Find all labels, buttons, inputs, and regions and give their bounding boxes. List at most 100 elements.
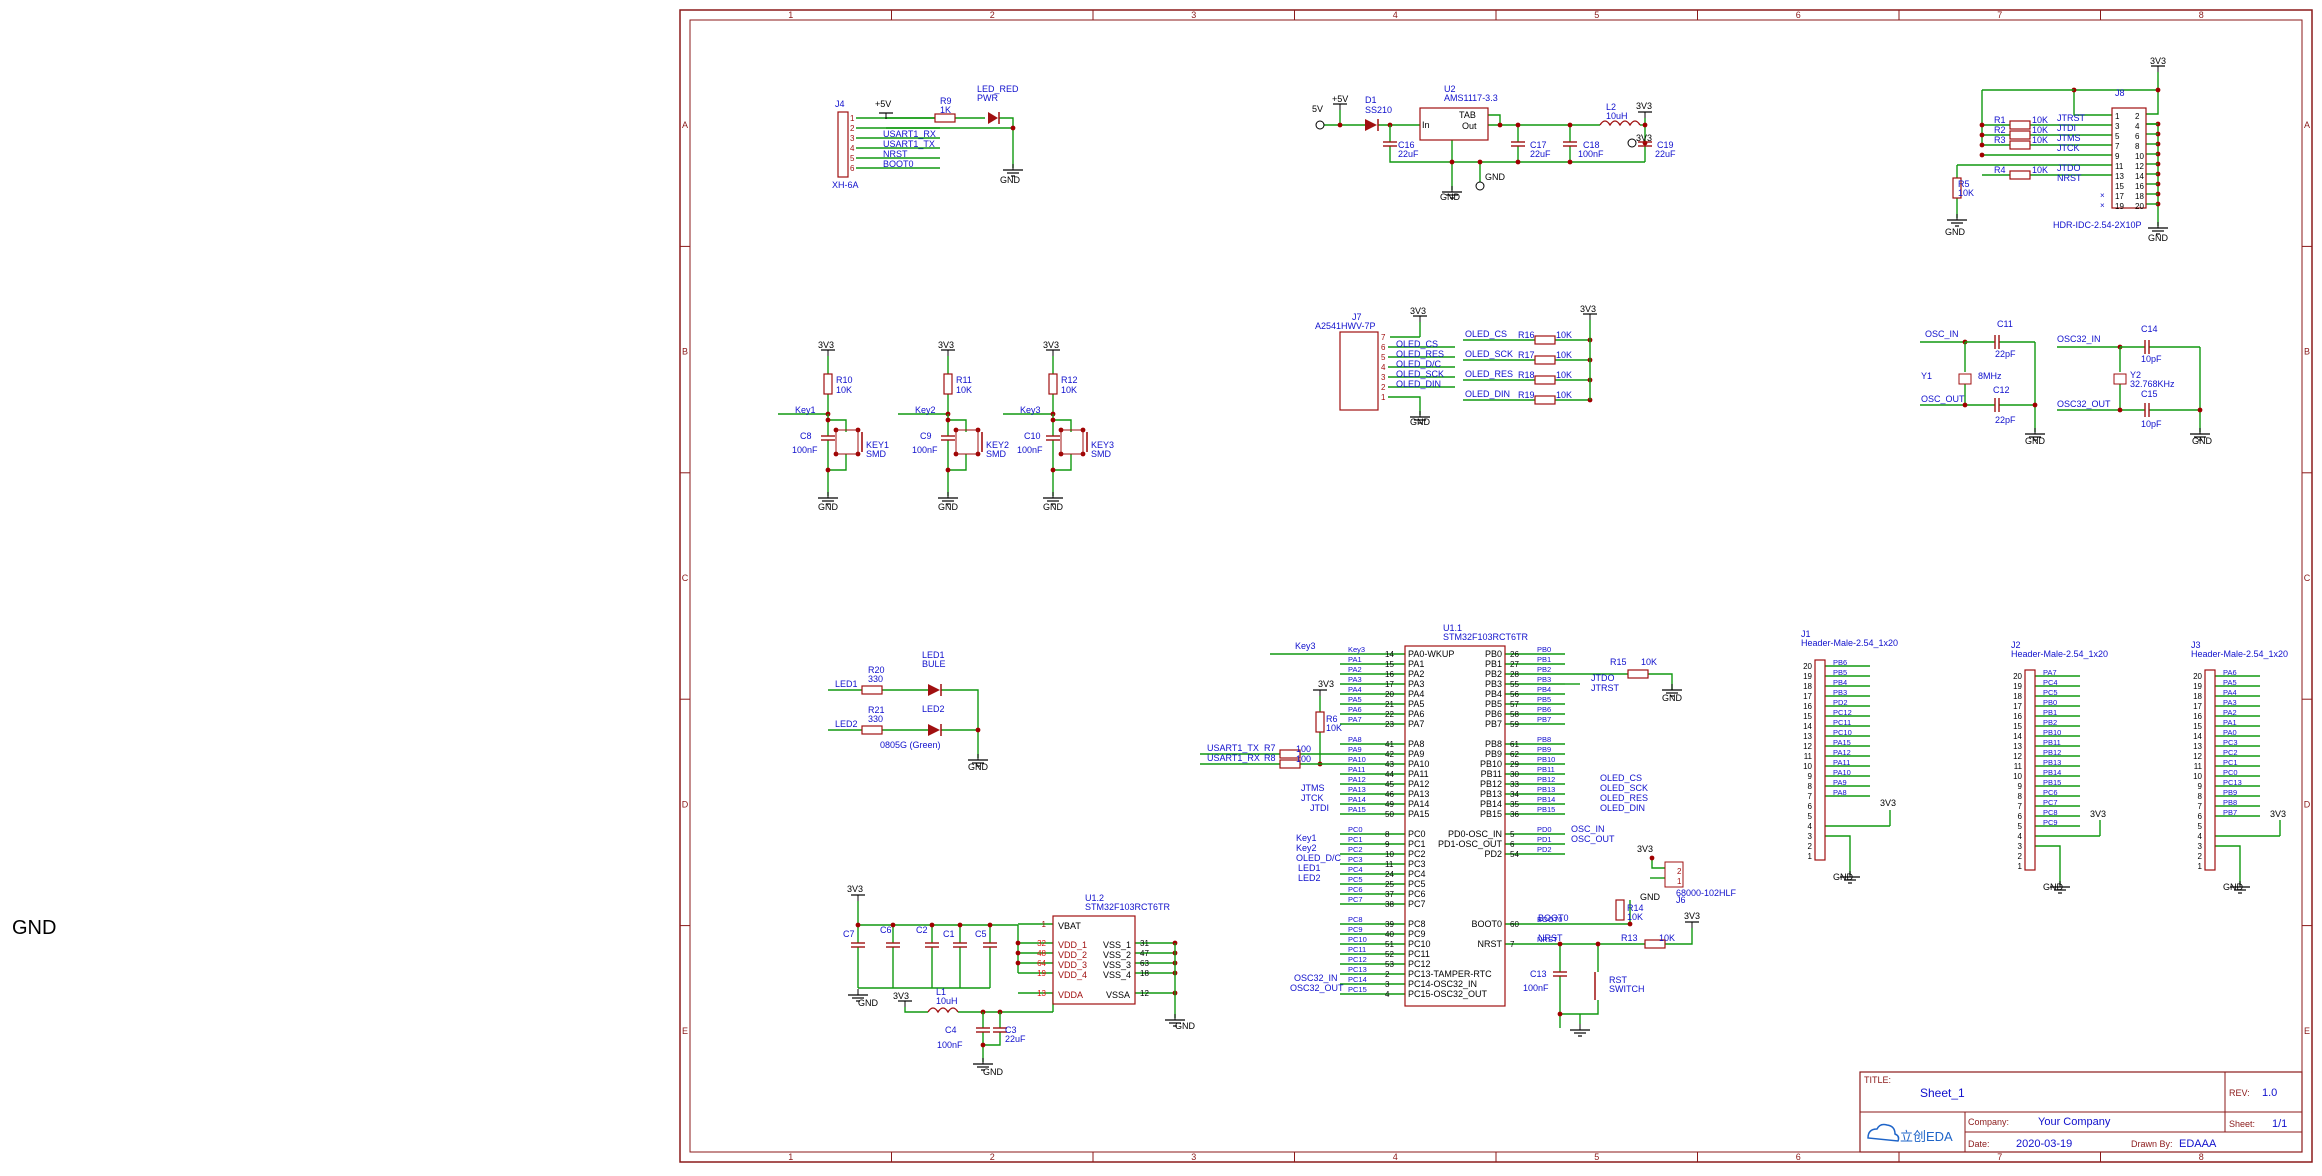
header-pin-number: 9 [2198,782,2203,791]
mcu-pin-name: PA1 [1408,659,1424,669]
text-label: 10K [1326,723,1342,733]
junction [1497,122,1503,128]
mcu-net-label: PA8 [1348,735,1362,744]
mcu-pin-name: PA8 [1408,739,1424,749]
oled-pullup-resistor [1534,375,1556,385]
mcu-pin-number: 44 [1385,770,1394,779]
text-label: GND [2043,882,2064,892]
text-label: GND [1410,417,1431,427]
text-label: GND [1640,892,1661,902]
text-label: VSS_3 [1103,960,1131,970]
mcu-pin-number: 10 [1385,850,1394,859]
mcu-pin-name: PA15 [1408,809,1429,819]
mcu-pin-name: PC9 [1408,929,1426,939]
mcu-net-label: PB13 [1537,785,1555,794]
mcu-pin-number: 11 [1385,860,1394,869]
mcu-pin-name: PC7 [1408,899,1426,909]
text-label: 3V3 [847,884,863,894]
r5-resistor [1952,177,1962,199]
j4-pin-number: 3 [850,134,855,143]
mcu-pin-name: PA13 [1408,789,1429,799]
u1-2-pin-number: 19 [1037,969,1046,978]
junction [957,922,963,928]
text-label: OLED_RES [1465,369,1513,379]
junction [1337,122,1343,128]
junction [1649,855,1655,861]
row-label: C [2304,573,2311,583]
mcu-pin-name: PA14 [1408,799,1429,809]
text-label: C12 [1993,385,2010,395]
mcu-pin-name: PA3 [1408,679,1424,689]
mcu-pin-name: PB15 [1480,809,1502,819]
header-net-label: PB8 [2223,798,2237,807]
header-pin-number: 19 [2013,682,2022,691]
mcu-pin-number: 38 [1385,900,1394,909]
header-pin-number: 1 [1808,852,1813,861]
column-label: 1 [788,1152,793,1162]
u1-2-pin-number: 48 [1037,949,1046,958]
mcu-pin-name: PC10 [1408,939,1431,949]
mcu-net-label: PA11 [1348,765,1365,774]
key2-switch [955,429,979,455]
mcu-pin-name: PB10 [1480,759,1502,769]
r20-resistor [861,685,883,695]
mcu-net-label: NRST [1537,935,1558,944]
header-net-label: PC8 [2043,808,2058,817]
oled-pullup-resistor [1534,335,1556,345]
mcu-net-label: BOOT0 [1537,915,1562,924]
sheet-label: Sheet: [2229,1119,2255,1129]
text-label: 22pF [1995,349,2016,359]
text-label: R9 [940,96,952,106]
junction [1567,122,1573,128]
y1-crystal [1958,373,1972,385]
text-label: USART1_RX [883,129,936,139]
mcu-net-label: Key3 [1348,645,1365,654]
header-net-label: PA7 [2043,668,2057,677]
header-net-label: PA3 [2223,698,2237,707]
r21-resistor [861,725,883,735]
header-pin-number: 15 [1803,712,1812,721]
mcu-pin-number: 4 [1385,990,1390,999]
junction [1515,159,1521,165]
u1-2-pin-number: 18 [1140,969,1149,978]
text-label: LED1 [922,650,945,660]
mcu-pin-number: 30 [1510,770,1519,779]
text-label: 10K [1556,390,1572,400]
mcu-net-label: PC4 [1348,865,1363,874]
text-label: GND [858,998,879,1008]
text-label: R1 [1994,115,2006,125]
wire [1488,114,1501,125]
mcu-pin-name: PC8 [1408,919,1426,929]
j8-connector [2111,107,2147,209]
text-label: LED2 [922,704,945,714]
j8-pin-number: 18 [2135,192,2144,201]
mcu-pin-name: PC13-TAMPER-RTC [1408,969,1492,979]
junction [1015,960,1021,966]
text-label: C8 [800,431,812,441]
junction [980,1042,986,1048]
header-pin-number: 9 [2018,782,2023,791]
mcu-net-label: PC11 [1348,945,1366,954]
header-pin-number: 11 [1804,752,1813,761]
mcu-net-label: PA13 [1348,785,1366,794]
u1-2-pin-number: 1 [1042,920,1047,929]
header-net-label: PC7 [2043,798,2058,807]
text-label: R20 [868,665,885,675]
header-pin-number: 3 [1808,832,1813,841]
components: ×× [818,65,2250,1071]
text-label: 10K [1556,330,1572,340]
junction [945,417,951,423]
junction [987,922,993,928]
header-pin-number: 13 [2013,742,2022,751]
mcu-pin-name: PA2 [1408,669,1424,679]
text-label: 3V3 [1318,679,1334,689]
junction [1567,159,1573,165]
l2-inductor [1599,120,1641,127]
header-pin-number: 20 [1803,662,1812,671]
text-label: TAB [1459,110,1476,120]
j7-pin-number: 4 [1381,363,1386,372]
text-label: JTDI [1310,803,1329,813]
header-net-label: PA4 [2223,688,2237,697]
j8-pin-number: 13 [2115,172,2124,181]
header-net-label: PC5 [2043,688,2058,697]
